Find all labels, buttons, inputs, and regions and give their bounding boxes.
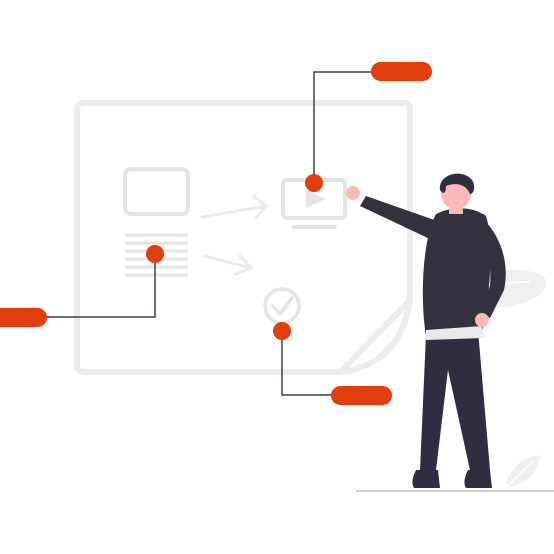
callout-bottom xyxy=(331,386,392,405)
connector-dot-bottom xyxy=(273,322,291,340)
connector-lines xyxy=(44,71,372,396)
flow-arrow-top xyxy=(200,194,269,220)
flow-arrow-bottom xyxy=(203,254,254,276)
callout-top xyxy=(371,62,432,81)
connector-left xyxy=(44,254,156,318)
connector-dot-top xyxy=(305,174,323,192)
connector-dot-left xyxy=(146,245,164,263)
board xyxy=(74,100,413,375)
check-circle-icon xyxy=(263,287,301,325)
image-icon xyxy=(123,167,190,216)
callout-left xyxy=(0,308,47,327)
leaf-plant-icon xyxy=(505,455,540,489)
connector-top xyxy=(313,71,372,183)
presenter-figure xyxy=(346,173,547,488)
connector-bottom xyxy=(281,331,333,396)
hair xyxy=(439,173,475,194)
